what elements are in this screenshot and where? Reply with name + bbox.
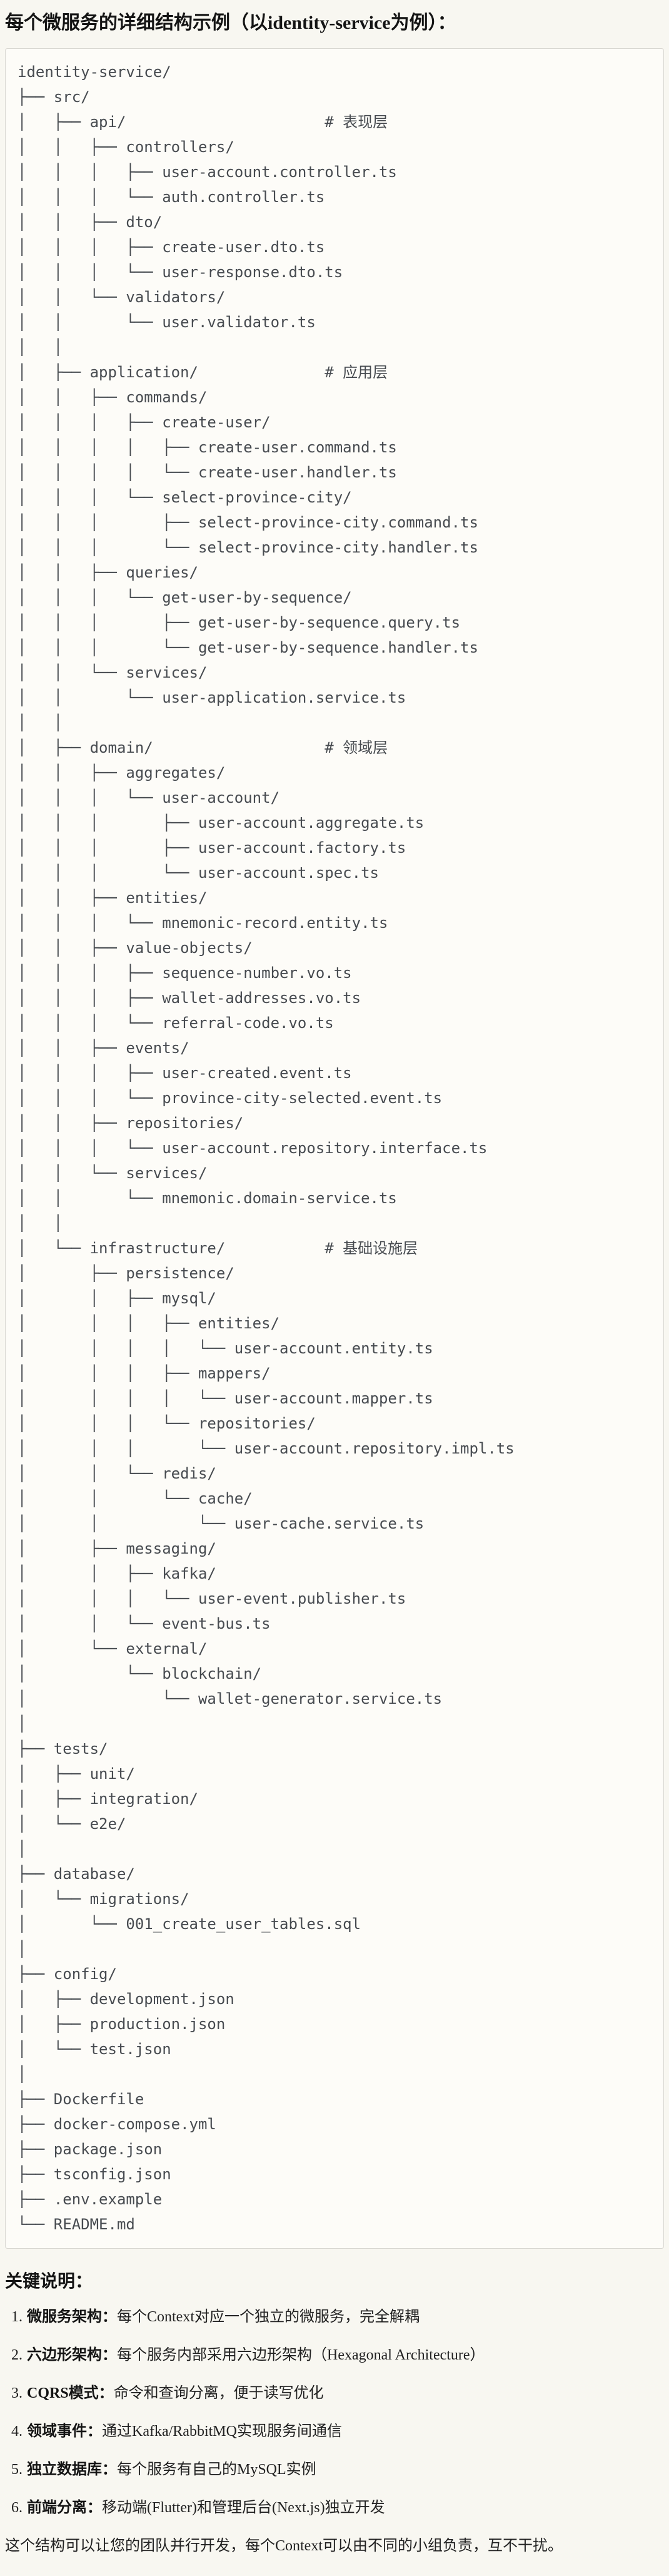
note-number: 3.	[11, 2385, 23, 2401]
note-item-frontend-split: 6.前端分离：移动端(Flutter)和管理后台(Next.js)独立开发	[5, 2498, 664, 2517]
page-title: 每个微服务的详细结构示例（以identity-service为例）：	[5, 13, 456, 33]
note-text: 命令和查询分离，便于读写优化	[113, 2385, 324, 2401]
note-number: 1.	[11, 2309, 23, 2325]
note-label: CQRS模式：	[27, 2385, 114, 2401]
note-text: 移动端(Flutter)和管理后台(Next.js)独立开发	[102, 2500, 385, 2516]
note-item-hexagonal: 2.六边形架构：每个服务内部采用六边形架构（Hexagonal Architec…	[5, 2346, 664, 2365]
closing-paragraph: 这个结构可以让您的团队并行开发，每个Context可以由不同的小组负责，互不干扰…	[5, 2538, 563, 2554]
note-number: 5.	[11, 2461, 23, 2478]
note-text: 通过Kafka/RabbitMQ实现服务间通信	[102, 2423, 342, 2440]
note-number: 6.	[11, 2500, 23, 2516]
note-number: 4.	[11, 2423, 23, 2440]
note-item-microservice: 1.微服务架构：每个Context对应一个独立的微服务，完全解耦	[5, 2308, 664, 2326]
note-label: 独立数据库：	[27, 2461, 117, 2478]
code-block-panel: identity-service/ ├── src/ │ ├── api/ # …	[5, 48, 664, 2249]
note-number: 2.	[11, 2347, 23, 2363]
note-label: 微服务架构：	[27, 2309, 117, 2325]
note-text: 每个服务内部采用六边形架构（Hexagonal Architecture）	[117, 2347, 485, 2363]
note-item-domain-events: 4.领域事件：通过Kafka/RabbitMQ实现服务间通信	[5, 2422, 664, 2441]
notes-heading: 关键说明：	[5, 2272, 93, 2291]
note-item-independent-db: 5.独立数据库：每个服务有自己的MySQL实例	[5, 2460, 664, 2479]
note-label: 领域事件：	[27, 2423, 102, 2440]
notes-list: 1.微服务架构：每个Context对应一个独立的微服务，完全解耦 2.六边形架构…	[5, 2308, 664, 2517]
directory-tree: identity-service/ ├── src/ │ ├── api/ # …	[18, 63, 515, 2233]
note-label: 前端分离：	[27, 2500, 102, 2516]
note-item-cqrs: 3.CQRS模式：命令和查询分离，便于读写优化	[5, 2384, 664, 2403]
note-text: 每个服务有自己的MySQL实例	[117, 2461, 316, 2478]
note-label: 六边形架构：	[27, 2347, 117, 2363]
note-text: 每个Context对应一个独立的微服务，完全解耦	[117, 2309, 420, 2325]
